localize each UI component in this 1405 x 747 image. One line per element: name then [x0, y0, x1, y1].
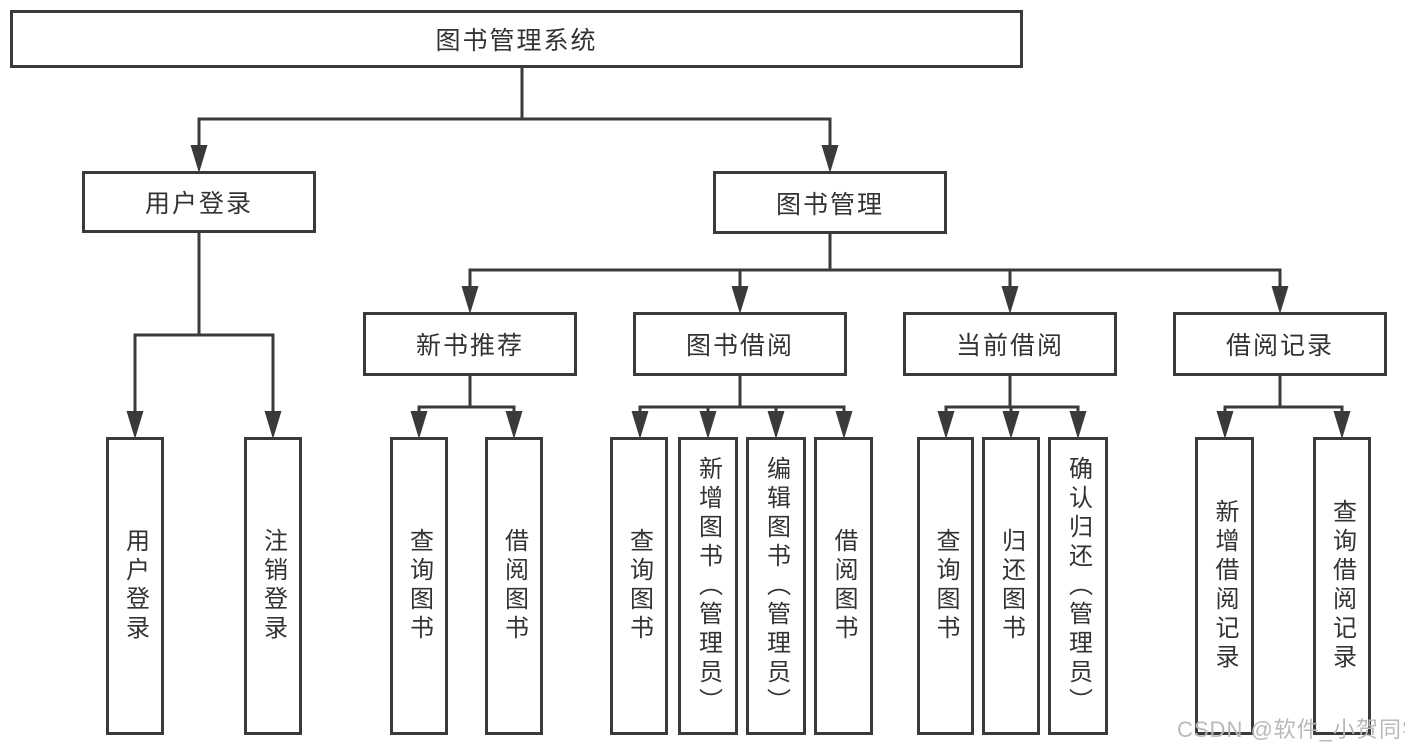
leaf-return-book: 归还图书 [982, 437, 1040, 735]
leaf-query-book: 查询图书 [390, 437, 448, 735]
leaf-edit-book-admin: 编辑图书（管理员） [746, 437, 806, 735]
leaf-confirm-return-admin: 确认归还（管理员） [1048, 437, 1108, 735]
leaf-user-login: 用户登录 [106, 437, 164, 735]
leaf-query-book: 查询图书 [610, 437, 668, 735]
node-user-login: 用户登录 [82, 171, 316, 233]
leaf-borrow-book: 借阅图书 [814, 437, 873, 735]
node-new-book-recommend: 新书推荐 [363, 312, 577, 376]
node-library-management-system: 图书管理系统 [10, 10, 1023, 68]
node-current-borrow: 当前借阅 [903, 312, 1117, 376]
node-borrow-record: 借阅记录 [1173, 312, 1387, 376]
node-book-borrow: 图书借阅 [633, 312, 847, 376]
leaf-add-borrow-record: 新增借阅记录 [1195, 437, 1254, 735]
leaf-logout: 注销登录 [244, 437, 302, 735]
csdn-watermark: CSDN @软件_小贺同学 [1177, 717, 1405, 742]
leaf-query-borrow-record: 查询借阅记录 [1313, 437, 1371, 735]
leaf-borrow-book: 借阅图书 [485, 437, 543, 735]
leaf-query-book: 查询图书 [917, 437, 974, 735]
leaf-add-book-admin: 新增图书（管理员） [678, 437, 738, 735]
node-book-management: 图书管理 [713, 171, 947, 234]
